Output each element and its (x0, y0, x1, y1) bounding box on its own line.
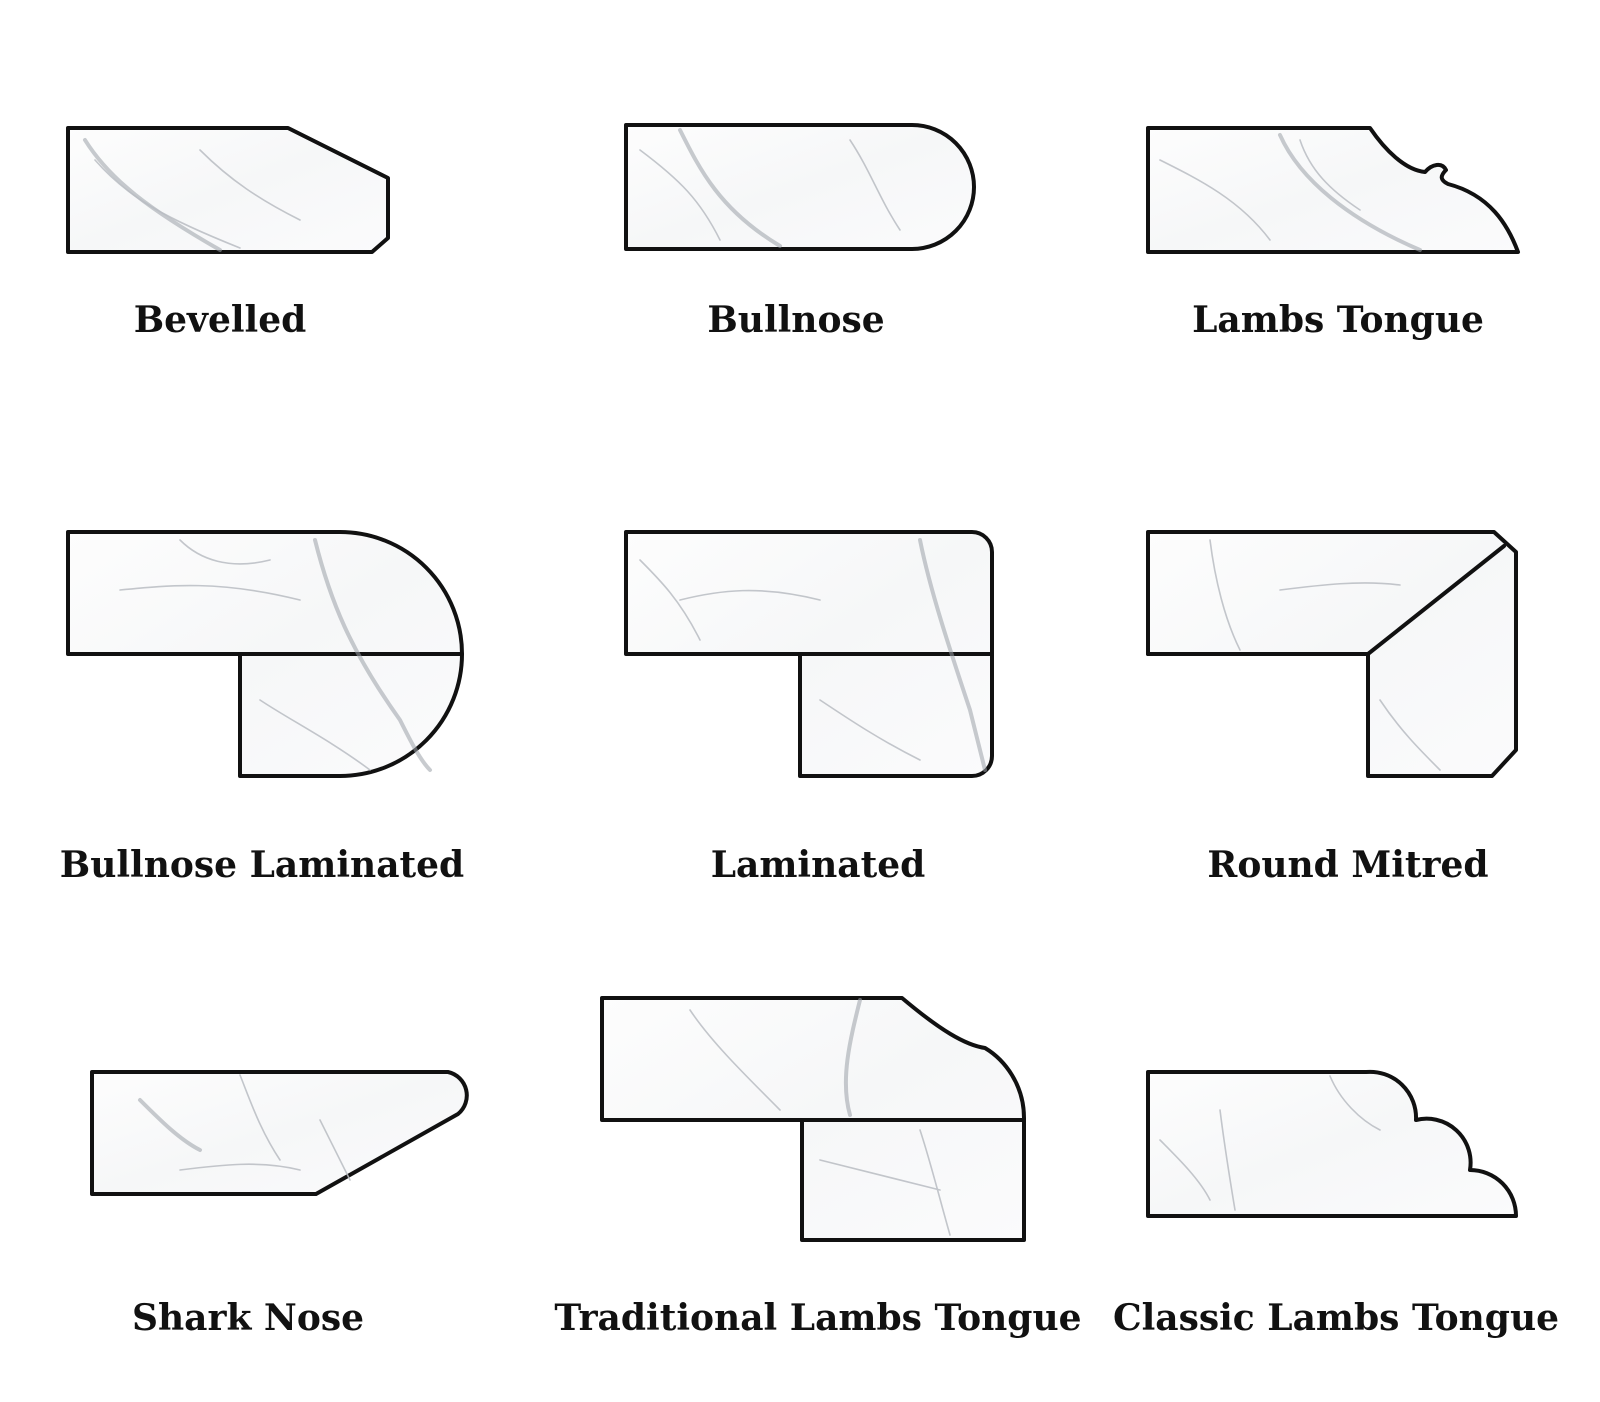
profile-label-bevelled: Bevelled (134, 299, 307, 341)
marble-vein (689, 1009, 951, 1236)
profile-label-round-mitred: Round Mitred (1207, 844, 1488, 886)
profile-label-lambs-tongue: Lambs Tongue (1192, 299, 1484, 341)
marble-vein (678, 128, 782, 248)
marble-vein (1209, 539, 1441, 771)
profile-round-mitred: Round Mitred (1146, 530, 1518, 886)
profile-bullnose: Bullnose (624, 123, 976, 341)
marble-vein (119, 539, 371, 771)
profile-bevelled: Bevelled (66, 126, 390, 341)
bullnose-edge-shape (624, 123, 976, 251)
profile-label-traditional-lambs-tongue: Traditional Lambs Tongue (554, 1297, 1081, 1339)
marble-vein (918, 538, 987, 772)
marble-vein (1159, 139, 1361, 241)
profile-shark-nose: Shark Nose (90, 1070, 469, 1339)
marble-vein (83, 138, 222, 252)
mitre-joint (1146, 544, 1506, 656)
bevelled-edge-shape (66, 126, 390, 254)
marble-vein (138, 1098, 202, 1152)
profile-label-shark-nose: Shark Nose (132, 1297, 364, 1339)
marble-vein (179, 1074, 351, 1181)
marble-vein (639, 559, 921, 761)
marble-vein (639, 139, 901, 241)
profile-label-bullnose: Bullnose (707, 299, 884, 341)
profile-label-classic-lambs-tongue: Classic Lambs Tongue (1113, 1297, 1559, 1339)
profile-laminated: Laminated (624, 530, 994, 886)
profile-traditional-lambs-tongue: Traditional Lambs Tongue (554, 996, 1082, 1339)
marble-vein (1159, 1075, 1381, 1211)
marble-vein (1278, 133, 1422, 252)
classic-lambs-tongue-edge-shape (1146, 1069, 1518, 1218)
profile-lambs-tongue: Lambs Tongue (1146, 126, 1520, 341)
profile-bullnose-laminated: Bullnose Laminated (60, 530, 464, 886)
marble-vein (843, 998, 862, 1117)
profile-classic-lambs-tongue: Classic Lambs Tongue (1113, 1069, 1559, 1339)
marble-vein (94, 149, 301, 249)
profile-label-laminated: Laminated (711, 844, 926, 886)
profile-label-bullnose-laminated: Bullnose Laminated (60, 844, 464, 886)
shark-nose-edge-shape (90, 1070, 469, 1196)
marble-vein (313, 538, 432, 772)
